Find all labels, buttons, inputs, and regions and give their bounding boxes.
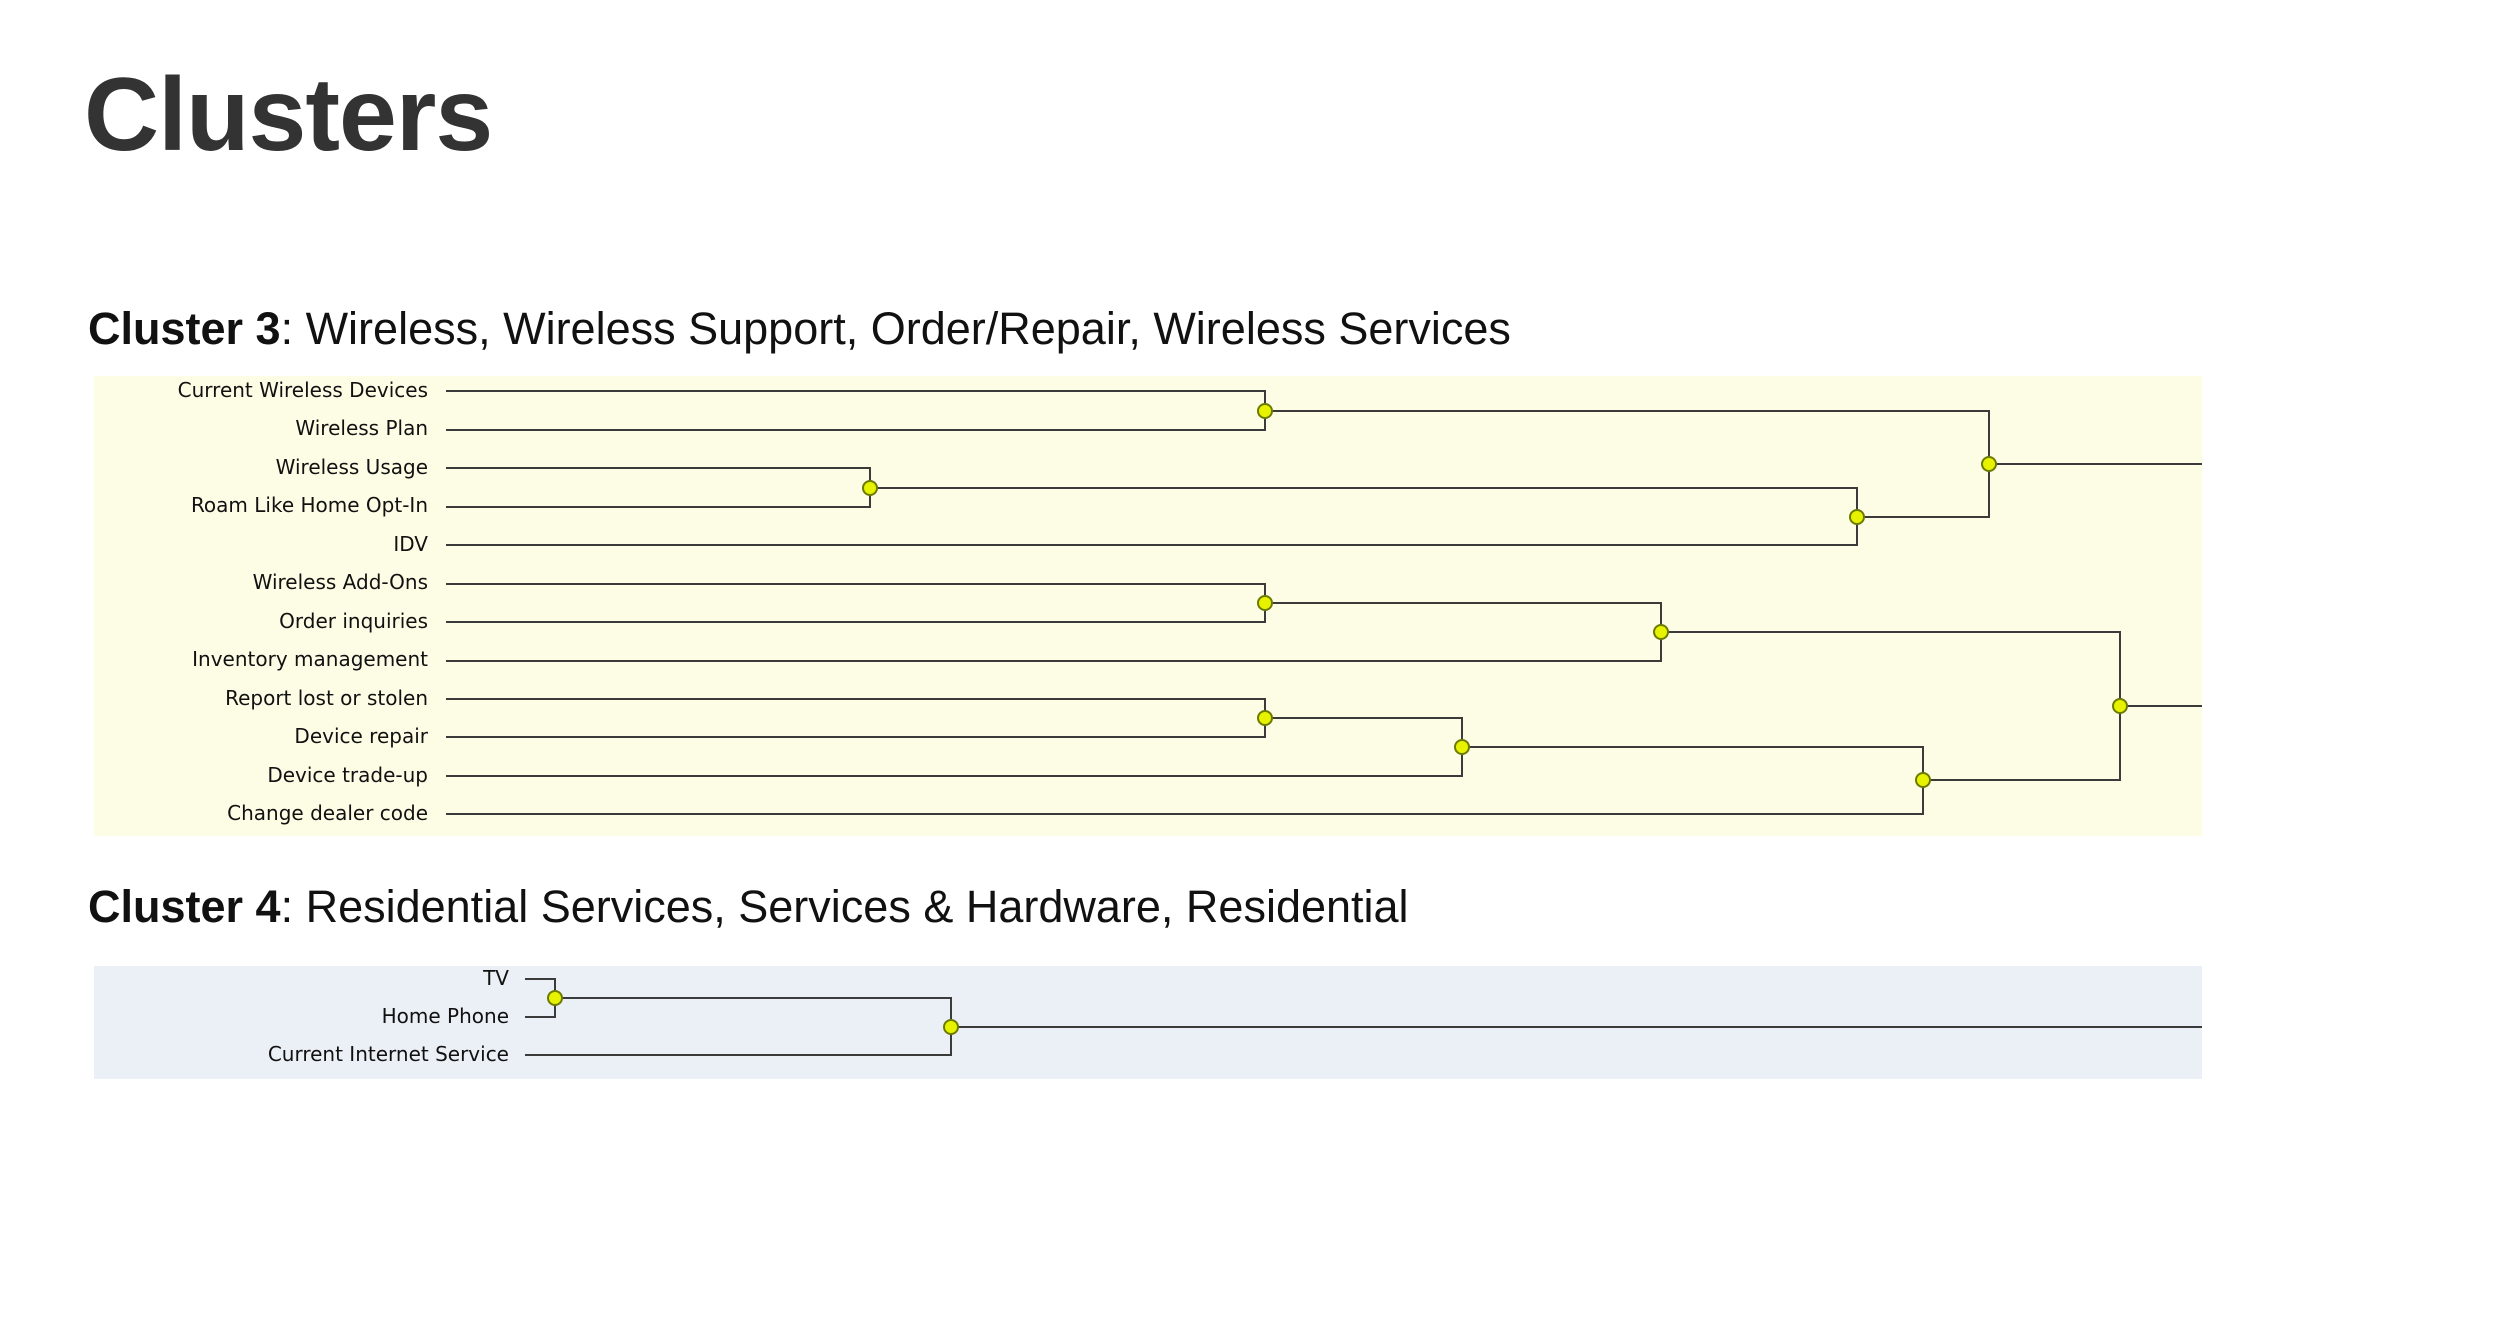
merge-node	[1454, 739, 1470, 755]
leaf-label: Wireless Plan	[295, 416, 428, 440]
leaf-label: Report lost or stolen	[225, 686, 428, 710]
cluster-4-dendrogram: TV Home Phone Current Internet Service	[268, 966, 2202, 1066]
leaf-label: Device repair	[294, 724, 428, 748]
leaf-label: Device trade-up	[267, 763, 428, 787]
cluster-3-label: Cluster 3	[88, 303, 281, 354]
merge-node	[547, 990, 563, 1006]
merge-node	[1915, 772, 1931, 788]
leaf-label: Wireless Usage	[276, 455, 428, 479]
cluster-4-label: Cluster 4	[88, 881, 281, 932]
merge-node	[862, 480, 878, 496]
leaf-label: Current Internet Service	[268, 1042, 509, 1066]
cluster-4-heading: Cluster 4: Residential Services, Service…	[88, 880, 1409, 934]
leaf-label: Order inquiries	[279, 609, 428, 633]
merge-node	[2112, 698, 2128, 714]
page-title: Clusters	[84, 57, 493, 173]
leaf-label: Current Wireless Devices	[178, 378, 428, 402]
merge-node	[1257, 595, 1273, 611]
merge-node	[1981, 456, 1997, 472]
merge-node	[1257, 403, 1273, 419]
cluster-3-panel	[94, 376, 2202, 836]
merge-node	[1257, 710, 1273, 726]
leaf-label: IDV	[393, 532, 428, 556]
merge-node	[1849, 509, 1865, 525]
merge-node	[1653, 624, 1669, 640]
leaf-label: Change dealer code	[227, 801, 428, 825]
leaf-label: Inventory management	[192, 647, 428, 671]
cluster-4-panel	[94, 966, 2202, 1079]
cluster-3-dendrogram: Current Wireless Devices Wireless Plan W…	[178, 378, 2202, 825]
cluster-4-description: : Residential Services, Services & Hardw…	[280, 881, 1409, 932]
leaf-label: Home Phone	[382, 1004, 509, 1028]
leaf-label: Wireless Add-Ons	[253, 570, 428, 594]
cluster-3-description: : Wireless, Wireless Support, Order/Repa…	[280, 303, 1511, 354]
leaf-label: Roam Like Home Opt-In	[191, 493, 428, 517]
merge-node	[943, 1019, 959, 1035]
leaf-label: TV	[482, 966, 509, 990]
cluster-3-heading: Cluster 3: Wireless, Wireless Support, O…	[88, 302, 1511, 356]
